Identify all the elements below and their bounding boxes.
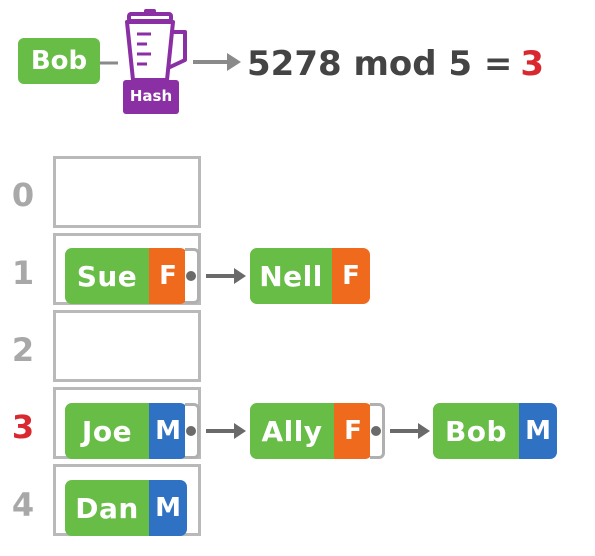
next-pointer [185,248,200,304]
list-node-bob: Bob M [433,403,557,459]
list-node-nell: Nell F [250,248,370,304]
index-label-0: 0 [11,176,35,214]
list-node-dan: Dan M [65,480,187,536]
key-label: Bob [30,46,88,76]
node-name: Ally [250,403,334,459]
index-label-3: 3 [11,408,35,446]
link-arrow [206,423,246,439]
list-node-joe: Joe M [65,403,200,459]
equation-text: 5278 mod 5 = [247,44,513,84]
link-arrow [390,423,430,439]
node-tag: F [149,248,187,304]
node-name: Bob [433,403,519,459]
node-name: Sue [65,248,149,304]
list-node-ally: Ally F [250,403,385,459]
node-tag: M [149,480,187,536]
node-tag: F [332,248,370,304]
node-tag: M [149,403,187,459]
blender-hash-icon: Hash [113,8,193,116]
table-slot-0 [53,156,201,228]
node-name: Dan [65,480,149,536]
index-label-4: 4 [11,486,35,524]
equation-result: 3 [520,44,545,84]
key-node-bob: Bob [18,38,100,84]
hash-label: Hash [129,87,173,105]
index-label-2: 2 [11,331,35,369]
node-name: Nell [250,248,332,304]
next-pointer [185,403,200,459]
node-tag: F [334,403,372,459]
hash-equation: 5278 mod 5 = 3 [247,40,544,88]
node-name: Joe [65,403,149,459]
table-slot-2 [53,310,201,382]
link-arrow [206,268,246,284]
index-label-1: 1 [11,254,35,292]
next-pointer [370,403,385,459]
node-tag: M [519,403,557,459]
list-node-sue: Sue F [65,248,200,304]
hash-output-arrow [193,53,241,71]
connector-line [100,61,118,65]
